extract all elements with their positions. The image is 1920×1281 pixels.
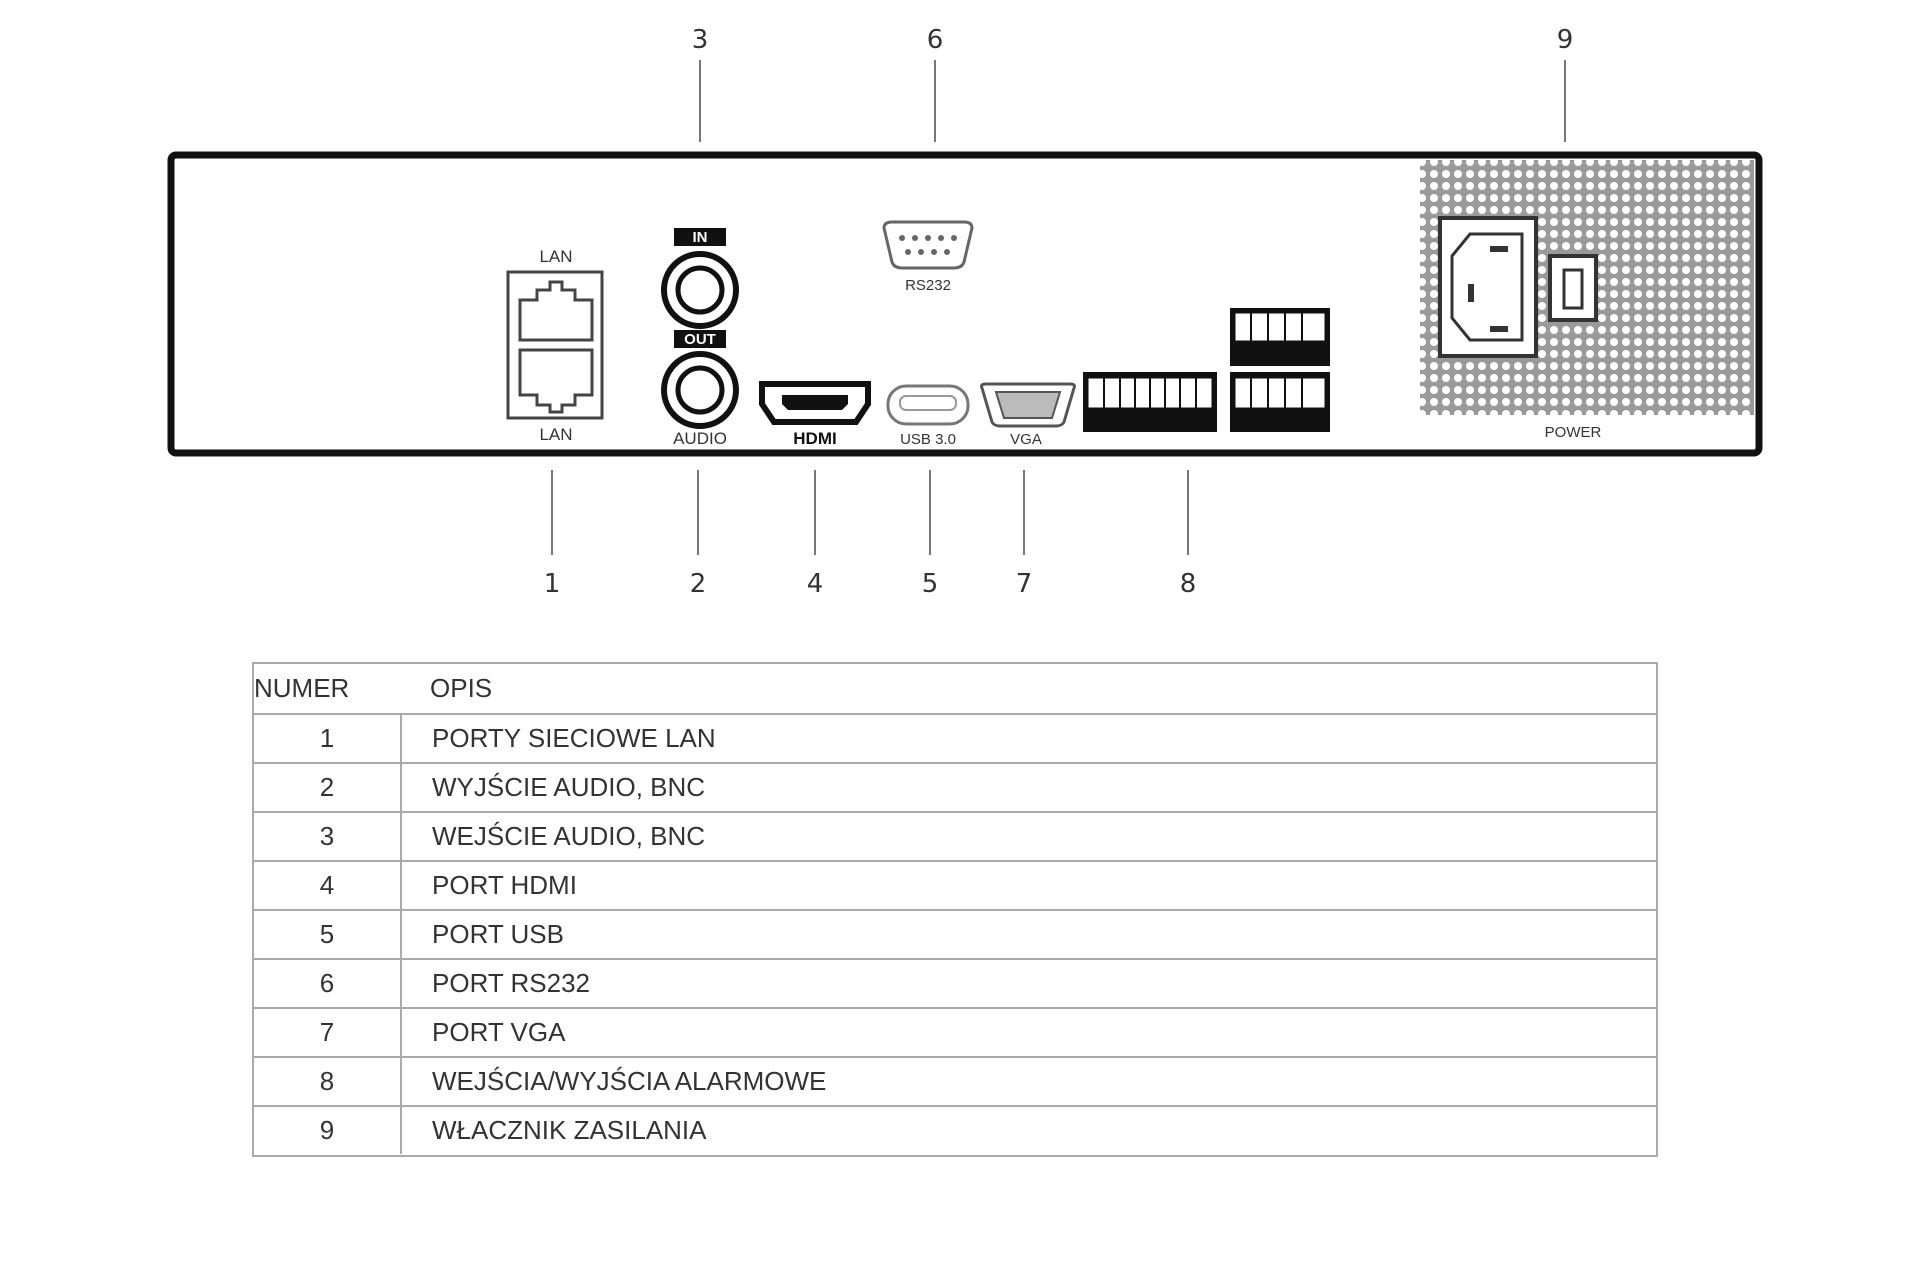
- table-row: 8 WEJŚCIA/WYJŚCIA ALARMOWE: [254, 1056, 1656, 1105]
- row-description: PORT VGA: [432, 1017, 566, 1047]
- rear-panel-diagram: 3 6 9 LAN LAN IN OUT AUDIO HDMI USB 3.0: [167, 25, 1763, 599]
- legend-table: NUMER OPIS 1 PORTY SIECIOWE LAN 2 WYJŚCI…: [252, 662, 1658, 1157]
- lan-label-bottom: LAN: [539, 425, 572, 444]
- hdmi-label: HDMI: [793, 429, 836, 448]
- callout-1: 1: [544, 569, 561, 599]
- callout-9: 9: [1557, 25, 1574, 55]
- usb-port: USB 3.0: [886, 384, 970, 448]
- table-row: 7 PORT VGA: [254, 1007, 1656, 1056]
- table-row: 3 WEJŚCIE AUDIO, BNC: [254, 811, 1656, 860]
- row-number: 7: [254, 1009, 402, 1056]
- callout-6: 6: [927, 25, 944, 55]
- rj45-icon: [518, 348, 594, 414]
- row-number: 2: [254, 764, 402, 811]
- vga-label: VGA: [1010, 431, 1042, 448]
- table-row: 1 PORTY SIECIOWE LAN: [254, 713, 1656, 762]
- callout-5: 5: [922, 569, 939, 599]
- table-row: 9 WŁACZNIK ZASILANIA: [254, 1105, 1656, 1154]
- row-description: WEJŚCIE AUDIO, BNC: [432, 821, 706, 851]
- audio-label: AUDIO: [673, 429, 727, 448]
- row-description: PORT HDMI: [432, 870, 577, 900]
- power-label: POWER: [1545, 424, 1602, 441]
- lan-label-top: LAN: [539, 247, 572, 266]
- row-number: 3: [254, 813, 402, 860]
- row-description: WYJŚCIE AUDIO, BNC: [432, 772, 706, 802]
- header-numer: NUMER: [254, 673, 350, 703]
- row-description: PORTY SIECIOWE LAN: [432, 723, 716, 753]
- table-row: 2 WYJŚCIE AUDIO, BNC: [254, 762, 1656, 811]
- db9-icon: [882, 220, 974, 270]
- row-description: WEJŚCIA/WYJŚCIA ALARMOWE: [432, 1066, 827, 1096]
- row-number: 8: [254, 1058, 402, 1105]
- row-description: PORT USB: [432, 919, 564, 949]
- callout-2: 2: [690, 569, 707, 599]
- table-row: 5 PORT USB: [254, 909, 1656, 958]
- row-description: WŁACZNIK ZASILANIA: [432, 1115, 707, 1145]
- audio-ports: IN OUT AUDIO: [661, 228, 739, 448]
- callout-4: 4: [807, 569, 824, 599]
- audio-in-label: IN: [693, 229, 708, 246]
- vga-port: VGA: [980, 382, 1076, 448]
- table-row: 6 PORT RS232: [254, 958, 1656, 1007]
- power-section: POWER: [1438, 216, 1602, 441]
- rs232-label: RS232: [905, 277, 951, 294]
- row-number: 9: [254, 1107, 402, 1154]
- audio-out-label: OUT: [684, 331, 716, 348]
- header-opis: OPIS: [430, 673, 493, 703]
- callout-3: 3: [692, 25, 709, 55]
- hdmi-port: HDMI: [759, 381, 871, 448]
- rj45-icon: [518, 280, 594, 342]
- table-row: 4 PORT HDMI: [254, 860, 1656, 909]
- table-header: NUMER OPIS: [254, 664, 1656, 713]
- row-number: 1: [254, 715, 402, 762]
- row-number: 4: [254, 862, 402, 909]
- alarm-terminals: [1083, 308, 1330, 432]
- row-description: PORT RS232: [432, 968, 591, 998]
- usb-label: USB 3.0: [900, 431, 956, 448]
- row-number: 5: [254, 911, 402, 958]
- row-number: 6: [254, 960, 402, 1007]
- lan-ports: LAN LAN: [506, 247, 604, 444]
- rs232-port: RS232: [882, 220, 974, 294]
- callout-8: 8: [1180, 569, 1197, 599]
- callout-7: 7: [1016, 569, 1033, 599]
